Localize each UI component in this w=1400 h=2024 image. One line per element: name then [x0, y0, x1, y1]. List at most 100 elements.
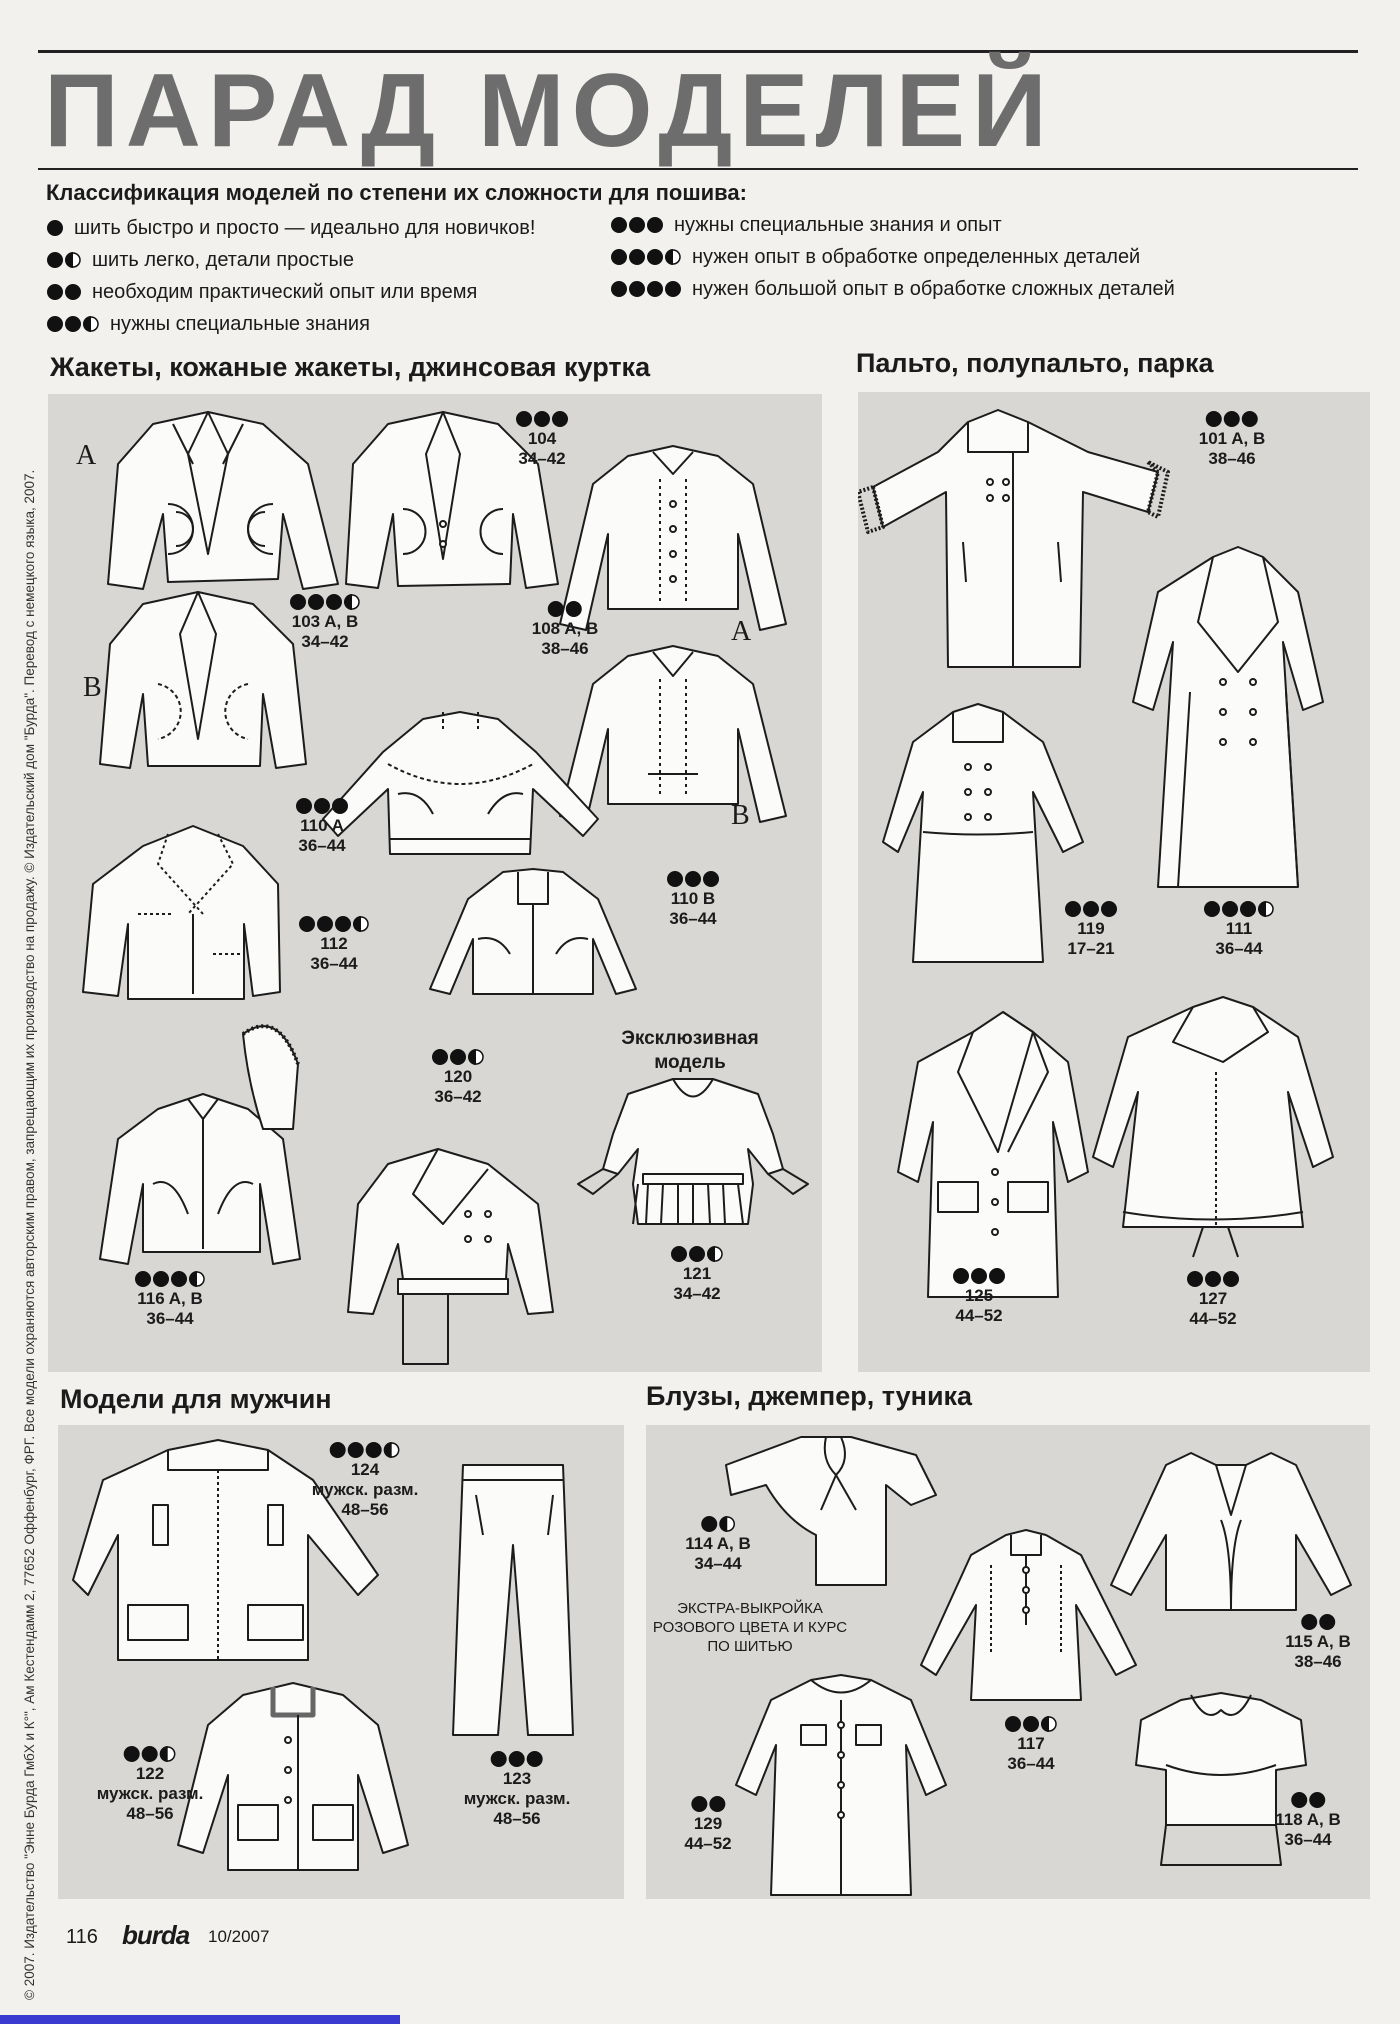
half-dot-icon — [707, 1246, 715, 1262]
exclusive-line: Эксклюзивная — [621, 1028, 759, 1049]
full-dot-icon — [1101, 901, 1117, 917]
half-dot-icon — [65, 252, 73, 268]
sketch-103a — [107, 411, 339, 590]
full-dot-icon — [1242, 411, 1258, 427]
model-sizes: 34–42 — [301, 632, 349, 651]
difficulty-dots-icon — [295, 797, 349, 815]
model-number: 101 A, B — [1198, 429, 1266, 448]
model-size-label: мужск. разм. — [96, 1784, 204, 1803]
model-sizes: 34–42 — [673, 1284, 721, 1303]
variant-letter-a: A — [731, 616, 752, 647]
sketch-122 — [177, 1682, 409, 1871]
sketch-129 — [735, 1674, 947, 1896]
legend-text: нужны специальные знания и опыт — [674, 213, 1002, 236]
sketch-110b — [429, 868, 637, 995]
variant-letter-b: B — [731, 800, 750, 831]
section-title-jackets: Жакеты, кожаные жакеты, джинсовая куртка — [50, 352, 651, 382]
model-sizes: 48–56 — [341, 1500, 389, 1519]
difficulty-dots-icon — [46, 251, 82, 269]
full-dot-icon — [47, 252, 63, 268]
full-dot-icon — [171, 1271, 187, 1287]
full-dot-icon — [703, 871, 719, 887]
sketch-119 — [882, 703, 1084, 963]
full-dot-icon — [299, 916, 315, 932]
model-number: 112 — [320, 934, 348, 953]
full-dot-icon — [516, 411, 532, 427]
half-dot-icon — [344, 594, 352, 610]
section-title-men: Модели для мужчин — [60, 1384, 332, 1414]
full-dot-icon — [65, 316, 81, 332]
sketch-120 — [347, 1148, 554, 1365]
burda-logo: burda — [122, 1920, 190, 1950]
full-dot-icon — [135, 1271, 151, 1287]
sketch-108a — [559, 445, 787, 631]
model-number: 122 — [135, 1764, 165, 1783]
blue-edge-bar — [0, 2015, 400, 2024]
full-dot-icon — [629, 217, 645, 233]
difficulty-dots-icon — [1275, 1791, 1341, 1809]
title-rule — [38, 168, 1358, 170]
model-sizes: 48–56 — [126, 1804, 174, 1823]
full-dot-icon — [432, 1049, 448, 1065]
model-number: 111 — [1225, 919, 1253, 938]
full-dot-icon — [548, 601, 564, 617]
model-sizes: 36–44 — [298, 836, 346, 855]
model-number: 104 — [527, 429, 557, 448]
legend-text: необходим практический опыт или время — [92, 280, 478, 303]
variant-letter-a: A — [76, 440, 97, 471]
model-sizes: 36–44 — [1284, 1830, 1332, 1849]
classification-title: Классификация моделей по степени их слож… — [46, 180, 747, 205]
blouse-sketches — [725, 1436, 1352, 1896]
model-size-label: мужск. разм. — [463, 1789, 571, 1808]
full-dot-icon — [552, 411, 568, 427]
model-size-label: мужск. разм. — [311, 1480, 419, 1499]
sketch-115 — [1110, 1452, 1352, 1611]
full-dot-icon — [314, 798, 330, 814]
difficulty-dots-icon — [431, 1048, 485, 1066]
full-dot-icon — [124, 1746, 140, 1762]
sketch-116 — [99, 1024, 301, 1265]
sketch-111 — [1132, 546, 1324, 888]
full-dot-icon — [1222, 901, 1238, 917]
difficulty-dots-icon — [464, 1750, 571, 1768]
model-number: 108 A, B — [531, 619, 599, 638]
model-sizes: 34–42 — [518, 449, 566, 468]
model-sizes: 38–46 — [541, 639, 589, 658]
difficulty-dots-icon — [46, 283, 82, 301]
full-dot-icon — [1223, 1271, 1239, 1287]
page-title: ПАРАД МОДЕЛЕЙ — [44, 53, 1054, 169]
legend-text: шить легко, детали простые — [92, 248, 354, 271]
difficulty-dots-icon — [134, 1270, 206, 1288]
full-dot-icon — [1065, 901, 1081, 917]
full-dot-icon — [1023, 1716, 1039, 1732]
full-dot-icon — [142, 1746, 158, 1762]
sketch-118 — [1135, 1692, 1307, 1866]
full-dot-icon — [330, 1442, 346, 1458]
half-dot-icon — [665, 249, 673, 265]
full-dot-icon — [701, 1516, 717, 1532]
full-dot-icon — [709, 1796, 725, 1812]
men-sketches — [72, 1439, 574, 1871]
full-dot-icon — [611, 281, 627, 297]
sketch-117 — [920, 1529, 1137, 1701]
half-dot-icon — [468, 1049, 476, 1065]
model-number: 129 — [693, 1814, 723, 1833]
full-dot-icon — [527, 1751, 543, 1767]
model-number: 116 A, B — [137, 1289, 203, 1308]
sketch-108b — [559, 645, 787, 823]
model-number: 110 B — [670, 889, 716, 908]
full-dot-icon — [509, 1751, 525, 1767]
